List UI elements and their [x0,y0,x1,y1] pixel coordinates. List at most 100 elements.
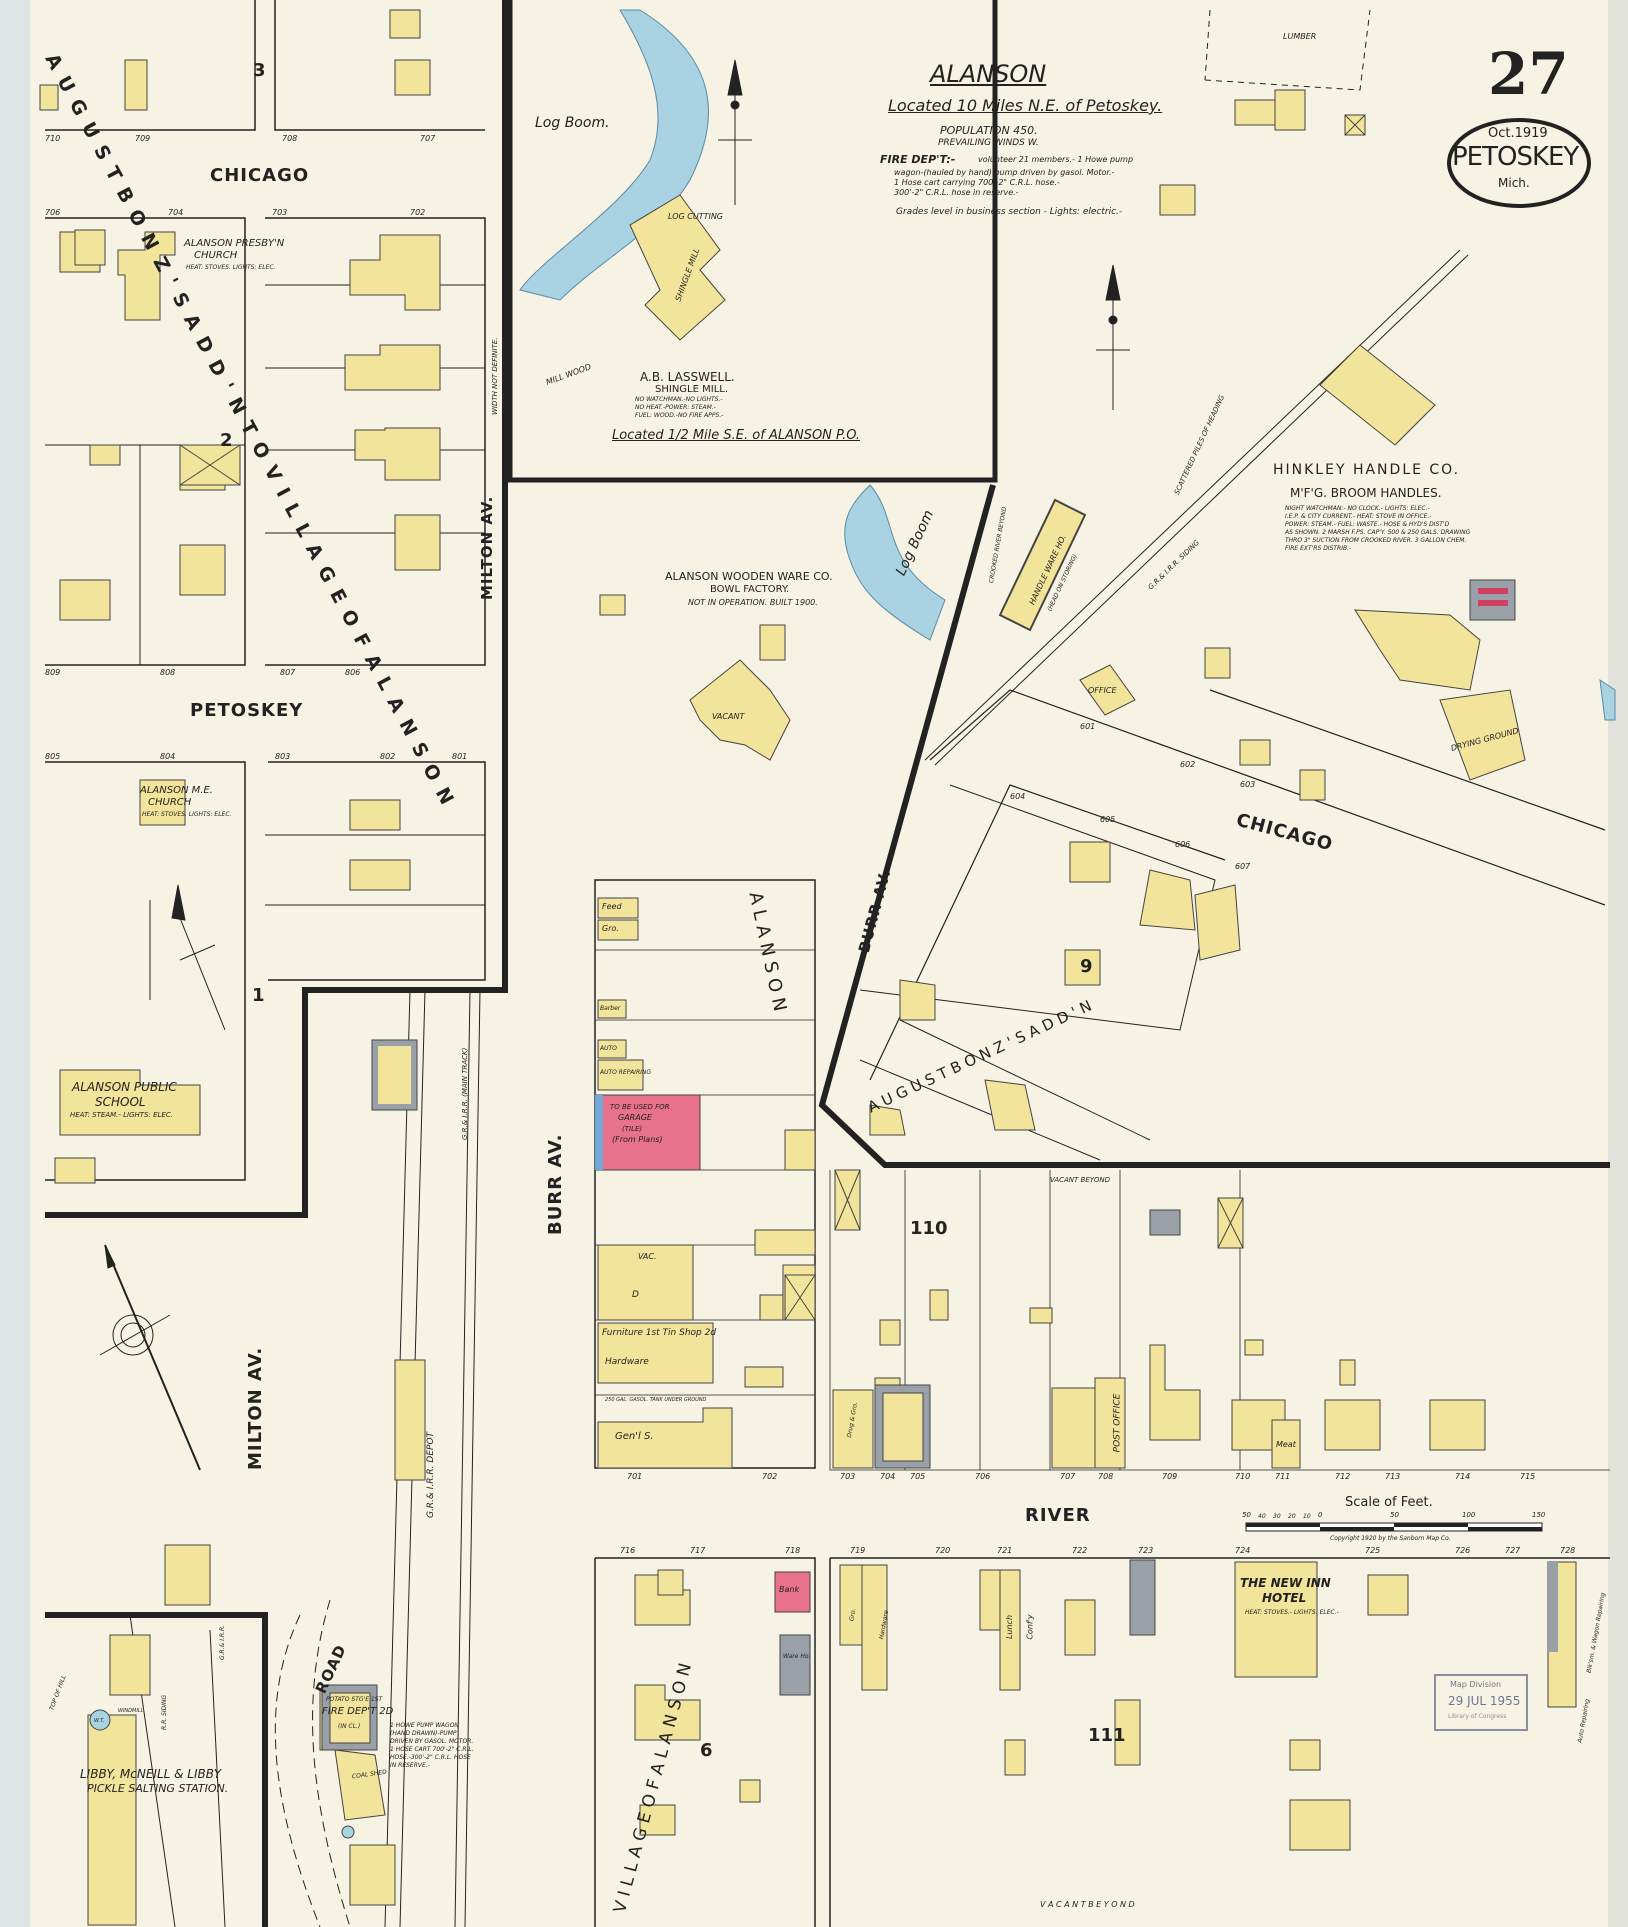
house-number: 728 [1560,1546,1576,1555]
depot-label: G.R.& I.R.R. DEPOT [426,1431,437,1519]
gr-rr-label: G.R.& I.R.R. [219,1624,226,1660]
scale-bar [1245,1522,1543,1532]
scale-tick: 100 [1462,1511,1476,1519]
vacant-beyond-label: VACANT BEYOND [1050,1176,1111,1184]
seal-city: PETOSKEY [1452,142,1579,172]
libby-name: LIBBY, McNEILL & LIBBY [80,1767,222,1781]
brick-bank [774,1571,811,1613]
school-name: ALANSON PUBLIC [72,1080,177,1094]
house-number: 710 [1235,1472,1251,1481]
scale-tick: 50 [1242,1511,1251,1519]
fire-dept-note: 1 HOWE PUMP WAGON [390,1722,459,1729]
house-number: 708 [282,134,298,143]
house-number: 721 [997,1546,1013,1555]
methodist-note: HEAT: STOVES. LIGHTS: ELEC. [142,811,232,818]
tank-note: 250 GAL. GASOL. TANK UNDER GROUND [605,1397,707,1403]
house-number: 603 [1240,780,1256,789]
house-number: 809 [45,668,61,677]
fire-dept-note: HOSE.-300'-2" C.R.L. HOSE [390,1754,471,1761]
house-number: 703 [840,1472,856,1481]
house-number: 805 [45,752,61,761]
stamp-line: Library of Congress [1448,1713,1507,1720]
house-number: 802 [380,752,396,761]
width-note: WIDTH NOT DEFINITE. [491,337,499,415]
wooden-ware-name: ALANSON WOODEN WARE CO. [665,570,833,583]
house-number: 801 [452,752,468,761]
scale-tick: 30 [1273,1513,1281,1520]
fire-dept-sub: (IN CL.) [338,1723,361,1730]
crossed-sheds [179,114,1366,1321]
population: POPULATION 450. [940,124,1038,137]
stamp-date: 29 JUL 1955 [1448,1694,1521,1708]
house-number: 716 [620,1546,636,1555]
house-number: 725 [1365,1546,1381,1555]
north-arrow-icon [171,59,1130,1031]
bank-label: Bank [779,1585,800,1594]
seal-state: Mich. [1498,176,1530,190]
school-type: SCHOOL [95,1095,146,1109]
new-inn-name: THE NEW INN [1240,1576,1331,1590]
house-number: 726 [1455,1546,1471,1555]
lasswell-type: SHINGLE MILL. [655,384,729,395]
scale-tick: 20 [1288,1513,1296,1520]
sheet-border-southwest [45,1612,268,1927]
house-number: 703 [272,208,288,217]
fire-dept-note: (HAND DRAWN)-PUMP [390,1730,457,1737]
fire-dept-line: wagon-(hauled by hand) pump driven by ga… [894,168,1115,177]
compass-rose-icon [99,1244,201,1471]
scale-tick: 0 [1318,1511,1323,1519]
hinkley-name: HINKLEY HANDLE CO. [1273,462,1461,478]
fire-dept-upper: POTATO STG'E 1ST [326,1696,383,1703]
house-number: 704 [880,1472,896,1481]
stamp-outline [1434,1674,1528,1731]
shop-label: Barber [600,1005,621,1012]
water-tank-label: W.T. [94,1718,105,1724]
methodist-type: CHURCH [148,797,192,808]
house-number: 709 [135,134,151,143]
shop-label: Ware Ho. [783,1653,811,1660]
fire-dept-note: IN RESERVE.- [390,1762,430,1769]
garage-label: GARAGE [618,1113,652,1122]
seal-date: Oct.1919 [1488,126,1548,141]
scan-edge-left [0,0,30,1927]
railroad-main-label: G.R.& I.R.R. (MAIN TRACK) [461,1047,469,1140]
house-number: 707 [1060,1472,1076,1481]
copyright: Copyright 1920 by the Sanborn Map Co. [1330,1535,1451,1542]
house-number: 602 [1180,760,1196,769]
presbyterian-name: ALANSON PRESBY'N [184,238,285,249]
shop-label: Gen'l S. [615,1431,654,1442]
log-cutting-label: LOG CUTTING [668,212,724,221]
shop-label: AUTO REPAIRING [600,1069,652,1076]
fire-dept-line: 300'-2" C.R.L. hose in reserve.- [894,188,1019,197]
block-number: 1 [252,985,265,1006]
scan-edge-right [1608,0,1628,1927]
house-number: 604 [1010,792,1026,801]
wooden-ware-type: BOWL FACTORY. [710,584,790,595]
fire-dept-heading: FIRE DEP'T:- [880,153,956,166]
house-number: 719 [850,1546,866,1555]
presbyterian-note: HEAT: STOVES. LIGHTS: ELEC. [186,264,276,271]
house-number: 718 [785,1546,801,1555]
house-number: 704 [168,208,184,217]
house-number: 706 [45,208,61,217]
frame-buildings [39,9,1577,1926]
shop-label: Feed [602,902,622,911]
town-title: ALANSON [930,60,1047,88]
house-number: 807 [280,668,296,677]
house-number: 702 [410,208,426,217]
hinkley-type: M'F'G. BROOM HANDLES. [1290,486,1442,500]
house-number: 601 [1080,722,1096,731]
house-number: 606 [1175,840,1191,849]
methodist-name: ALANSON M.E. [140,785,213,796]
house-number: 713 [1385,1472,1401,1481]
hinkley-note: AS SHOWN. 2 MARSH F.PS. CAP'Y. 500 & 250… [1285,529,1471,536]
scale-tick: 150 [1532,1511,1546,1519]
fire-dept-name: FIRE DEP'T 2D [322,1706,394,1717]
river-log-boom-south [844,484,946,641]
shop-label: Meat [1276,1440,1296,1449]
grades-note: Grades level in business section - Light… [896,207,1123,217]
log-boom-label: Log Boom. [535,115,610,131]
vacant-shop-label: VAC. [638,1252,657,1261]
seal-outline [1447,118,1591,208]
brick-garage [594,1094,701,1171]
